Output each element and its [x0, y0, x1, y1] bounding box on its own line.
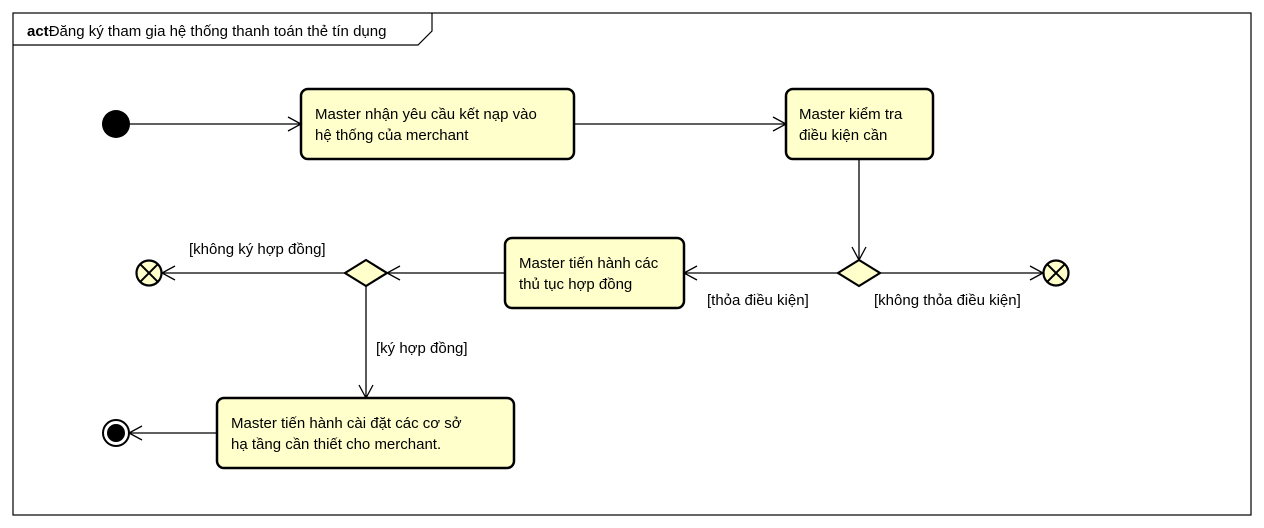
action-receive-request-line2: hệ thống của merchant: [315, 127, 469, 144]
initial-node: [102, 110, 130, 138]
action-install-infrastructure-line2: hạ tầng cần thiết cho merchant.: [231, 436, 441, 453]
action-contract-procedures: Master tiến hành các thủ tục hợp đồng: [503, 236, 686, 310]
guard-conditions-not-met: [không thỏa điều kiện]: [874, 292, 1021, 309]
action-install-infrastructure-line1: Master tiến hành cài đặt các cơ sở: [231, 415, 462, 432]
flow-decision-to-contract: [682, 265, 838, 281]
flow-decision-to-install: [358, 286, 374, 400]
flow-initial-to-receive: [130, 116, 303, 132]
guard-conditions-met: [thỏa điều kiện]: [707, 292, 809, 309]
flow-install-to-final: [127, 425, 217, 441]
action-contract-procedures-line2: thủ tục hợp đồng: [519, 276, 632, 293]
flow-decision-to-flow-final: [880, 265, 1045, 281]
action-receive-request-line1: Master nhận yêu cầu kết nạp vào: [315, 106, 537, 123]
action-check-conditions: Master kiểm tra điều kiện cần: [784, 87, 935, 161]
frame-title-tab: [13, 13, 433, 46]
flow-decision-to-left-flow-final: [160, 265, 345, 281]
decision-node-conditions: [835, 258, 883, 288]
guard-no-contract: [không ký hợp đồng]: [189, 241, 326, 258]
flow-final-node-left: [135, 259, 163, 287]
activity-final-node: [102, 419, 130, 447]
action-check-conditions-line1: Master kiểm tra: [799, 106, 903, 123]
action-check-conditions-line2: điều kiện cần: [799, 127, 887, 144]
flow-receive-to-check: [574, 116, 788, 132]
action-receive-request: Master nhận yêu cầu kết nạp vào hệ thống…: [299, 87, 576, 161]
flow-contract-to-decision: [385, 265, 505, 281]
decision-node-contract: [342, 258, 390, 288]
guard-sign-contract: [ký hợp đồng]: [376, 340, 468, 357]
frame-title: actĐăng ký tham gia hệ thống thanh toán …: [27, 23, 386, 40]
diagram-frame: [12, 12, 1252, 516]
action-contract-procedures-line1: Master tiến hành các: [519, 255, 659, 272]
flow-final-node-right: [1042, 259, 1070, 287]
flow-check-to-decision: [851, 159, 867, 262]
action-install-infrastructure: Master tiến hành cài đặt các cơ sở hạ tầ…: [215, 396, 516, 470]
